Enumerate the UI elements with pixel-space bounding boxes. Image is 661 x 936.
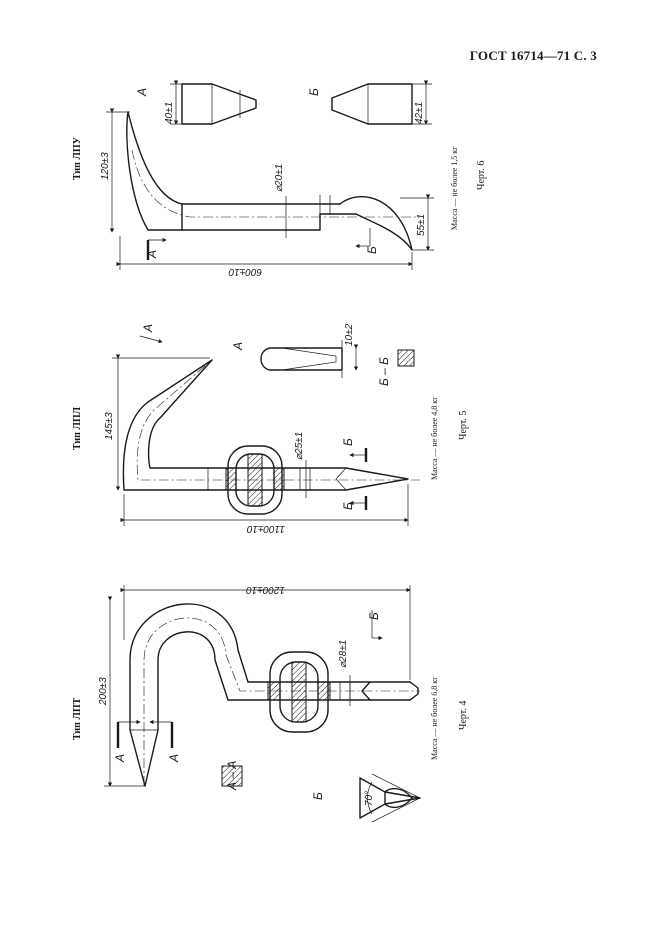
fig6-axis bbox=[131, 149, 420, 218]
fig5-mark-b1: Б bbox=[341, 438, 355, 446]
fig4-axis bbox=[143, 617, 420, 786]
fig4-tip bbox=[409, 681, 419, 701]
fig4-mark-a1: А bbox=[113, 754, 127, 763]
fig6-bar-bottom bbox=[181, 213, 321, 231]
fig6-view-a bbox=[181, 83, 257, 125]
fig5-hook-outline-inner bbox=[147, 359, 311, 469]
fig6-view-b bbox=[331, 83, 413, 125]
fig4-chisel-end bbox=[361, 681, 371, 701]
fig4-height-dim: 200±3 bbox=[98, 677, 109, 706]
fig4-caption: Черт. 4 bbox=[458, 701, 469, 730]
fig6-length-dim: 600±10 bbox=[228, 266, 262, 277]
fig6-mass: Масса — не более 1,5 кг bbox=[450, 146, 459, 230]
document-header: ГОСТ 16714—71 С. 3 bbox=[469, 48, 597, 63]
fig5-mass: Масса — не более 4,8 кг bbox=[430, 396, 439, 480]
fig6-a-width-dim: 40±1 bbox=[164, 102, 175, 124]
fig4-type-label: Тип ЛПТ bbox=[72, 697, 83, 740]
fig4-length-dim: 1200±10 bbox=[246, 584, 285, 595]
fig5-view-a bbox=[260, 347, 343, 371]
fig4-section-aa bbox=[221, 765, 243, 787]
fig6-hook-outline bbox=[126, 111, 183, 231]
fig4-diameter-dim: ⌀28±1 bbox=[338, 640, 349, 668]
fig6-b-width-dim: 42±1 bbox=[414, 102, 425, 124]
fig6-type-label: Тип ЛПУ bbox=[72, 136, 83, 180]
fig5-type-label: Тип ЛПЛ bbox=[72, 406, 83, 450]
fig4-hook-outline-outer bbox=[129, 603, 411, 787]
fig5-height-dim: 145±3 bbox=[104, 412, 115, 440]
fig5-diameter-dim: ⌀25±1 bbox=[294, 432, 305, 460]
fig5-mark-a: А bbox=[141, 324, 155, 333]
fig5-tip-dim: 10±2 bbox=[344, 323, 355, 346]
fig6-hook-dim: 55±1 bbox=[416, 214, 427, 236]
figure-4: Тип ЛПТ Масса — не более 6,8 кг Черт. 4 … bbox=[72, 584, 469, 823]
figure-5: Тип ЛПЛ Масса — не более 4,8 кг Черт. 5 … bbox=[72, 323, 469, 534]
fig4-angle-dim: 70° bbox=[364, 791, 375, 806]
fig6-claw bbox=[319, 196, 413, 251]
fig5-hook-outline-outer bbox=[122, 359, 311, 491]
fig6-diameter-dim: ⌀20±1 bbox=[274, 164, 285, 192]
fig6-caption: Черт. 6 bbox=[476, 161, 487, 190]
fig4-mark-b: Б bbox=[367, 612, 381, 620]
fig5-view-a-label: А bbox=[231, 342, 245, 351]
fig5-length-dim: 1100±10 bbox=[246, 523, 285, 534]
fig5-tip bbox=[309, 467, 409, 491]
fig5-mark-b2: Б bbox=[341, 502, 355, 510]
fig6-mark-a: А bbox=[145, 250, 159, 259]
fig5-section-bb bbox=[397, 349, 415, 367]
fig4-mark-a2: А bbox=[167, 754, 181, 763]
fig5-caption: Черт. 5 bbox=[458, 411, 469, 440]
fig4-hook-outline-inner bbox=[144, 631, 411, 787]
fig4-mass: Масса — не более 6,8 кг bbox=[430, 676, 439, 760]
figure-6: Тип ЛПУ Масса — не более 1,5 кг Черт. 6 … bbox=[72, 80, 487, 277]
fig6-mark-b: Б bbox=[365, 246, 379, 254]
fig5-section-bb-label: Б – Б bbox=[377, 357, 391, 386]
fig4-view-b-label: Б bbox=[311, 792, 325, 800]
fig6-view-a-label: А bbox=[135, 88, 149, 97]
fig6-view-b-label: Б bbox=[307, 88, 321, 96]
fig5-axis bbox=[136, 365, 420, 481]
fig6-height-dim: 120±3 bbox=[100, 152, 111, 180]
